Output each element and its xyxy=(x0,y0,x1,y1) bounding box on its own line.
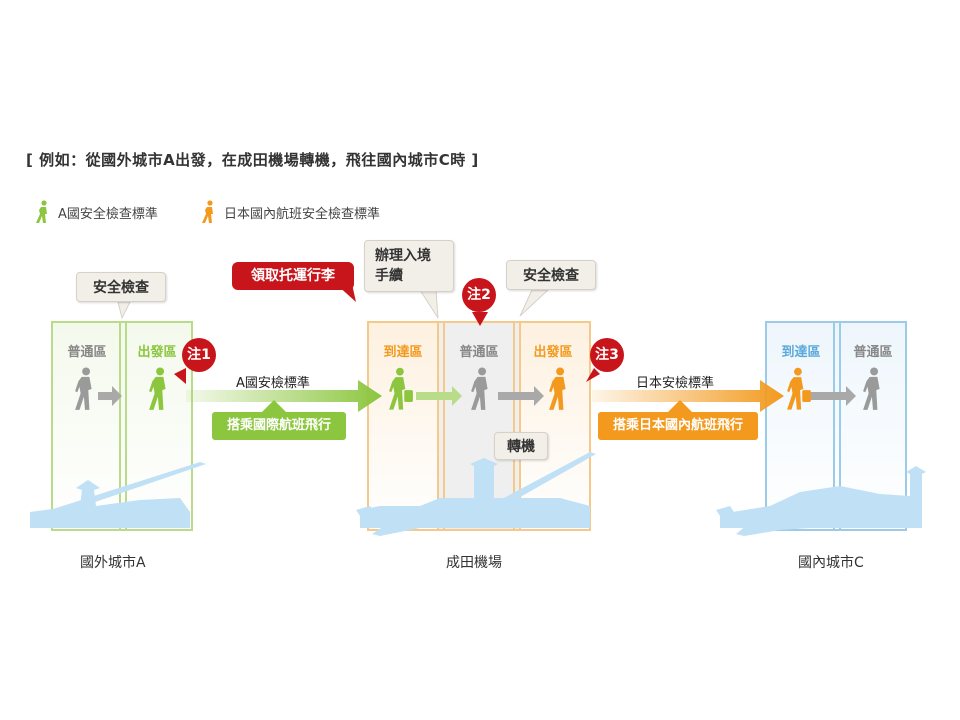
zone-label-general: 普通區 xyxy=(52,341,122,360)
security-check-callout: 安全檢查 xyxy=(506,260,596,290)
zone-label-arrival: 到達區 xyxy=(368,341,438,360)
baggage-claim-callout: 領取托運行李 xyxy=(232,262,354,290)
note-3-badge: 注3 xyxy=(590,338,624,372)
note-2-badge: 注2 xyxy=(462,278,496,312)
note-1-badge: 注1 xyxy=(182,338,216,372)
immigration-callout: 辦理入境 手續 xyxy=(364,240,454,292)
zone-label-general: 普通區 xyxy=(838,341,908,360)
intl-flight-label: 搭乘國際航班飛行 xyxy=(212,412,346,440)
domestic-flight-label: 搭乘日本國內航班飛行 xyxy=(598,412,758,440)
immigration-line-1: 辦理入境 xyxy=(375,245,453,265)
domestic-standard-label: 日本安檢標準 xyxy=(636,372,714,391)
narita-label: 成田機場 xyxy=(446,552,502,572)
zone-label-departure: 出發區 xyxy=(518,341,588,360)
security-check-callout: 安全檢查 xyxy=(76,272,166,302)
transfer-callout: 轉機 xyxy=(494,432,548,460)
city-c-label: 國內城市C xyxy=(798,552,864,572)
city-a-label: 國外城市A xyxy=(80,552,146,572)
zone-label-arrival: 到達區 xyxy=(766,341,836,360)
immigration-line-2: 手續 xyxy=(375,265,453,285)
intl-standard-label: A國安檢標準 xyxy=(236,372,310,391)
zone-label-general: 普通區 xyxy=(444,341,514,360)
